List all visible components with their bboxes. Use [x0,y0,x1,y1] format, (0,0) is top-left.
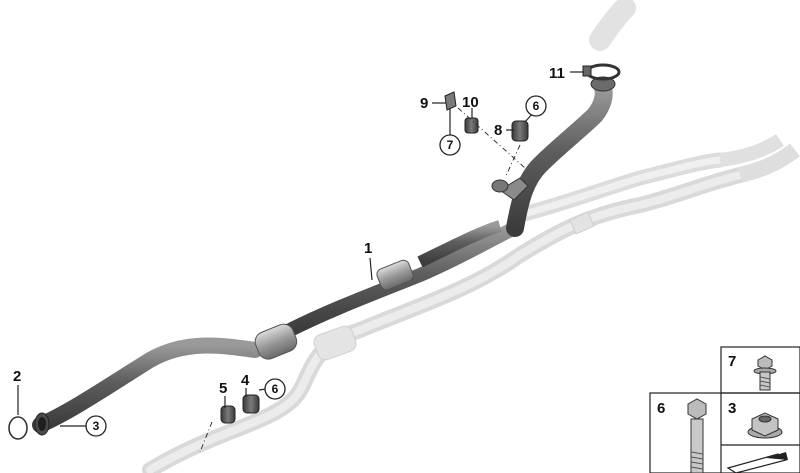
main-exhaust-pipe [32,76,616,436]
flange-nut-icon [747,412,783,439]
callout-5: 5 [219,380,227,397]
direction-arrow-icon [726,452,788,473]
flange-bolt-icon [753,355,777,391]
callout-8: 8 [494,122,502,139]
inset-label-7: 7 [728,353,736,370]
ghost-exhaust-system [142,0,800,473]
rubber-mount-4 [242,394,260,414]
callout-11: 11 [549,65,565,82]
rubber-mount-8 [511,120,529,142]
rubber-mount-10 [464,117,479,134]
callout-9: 9 [420,95,428,112]
callout-6-lower: 6 [272,382,279,396]
inset-label-3: 3 [728,400,736,417]
callout-7: 7 [447,138,454,152]
pipe-clamp [582,63,621,81]
hex-bolt-icon [687,398,707,473]
callout-3-circle: 3 [85,415,107,437]
gasket-ring [8,416,28,440]
callout-7-circle: 7 [439,134,461,156]
callout-6-upper-circle: 6 [525,95,547,117]
callout-6-lower-circle: 6 [264,378,286,400]
callout-4: 4 [241,372,250,389]
callout-1: 1 [364,240,372,257]
callout-6-upper: 6 [533,99,540,113]
callout-3: 3 [93,419,100,433]
callout-2: 2 [13,368,21,385]
rubber-mount-5 [220,405,236,424]
bracket-part [444,91,457,111]
hardware-inset: 7 6 3 [649,346,800,473]
inset-label-6: 6 [657,400,665,417]
callout-10: 10 [462,94,479,111]
